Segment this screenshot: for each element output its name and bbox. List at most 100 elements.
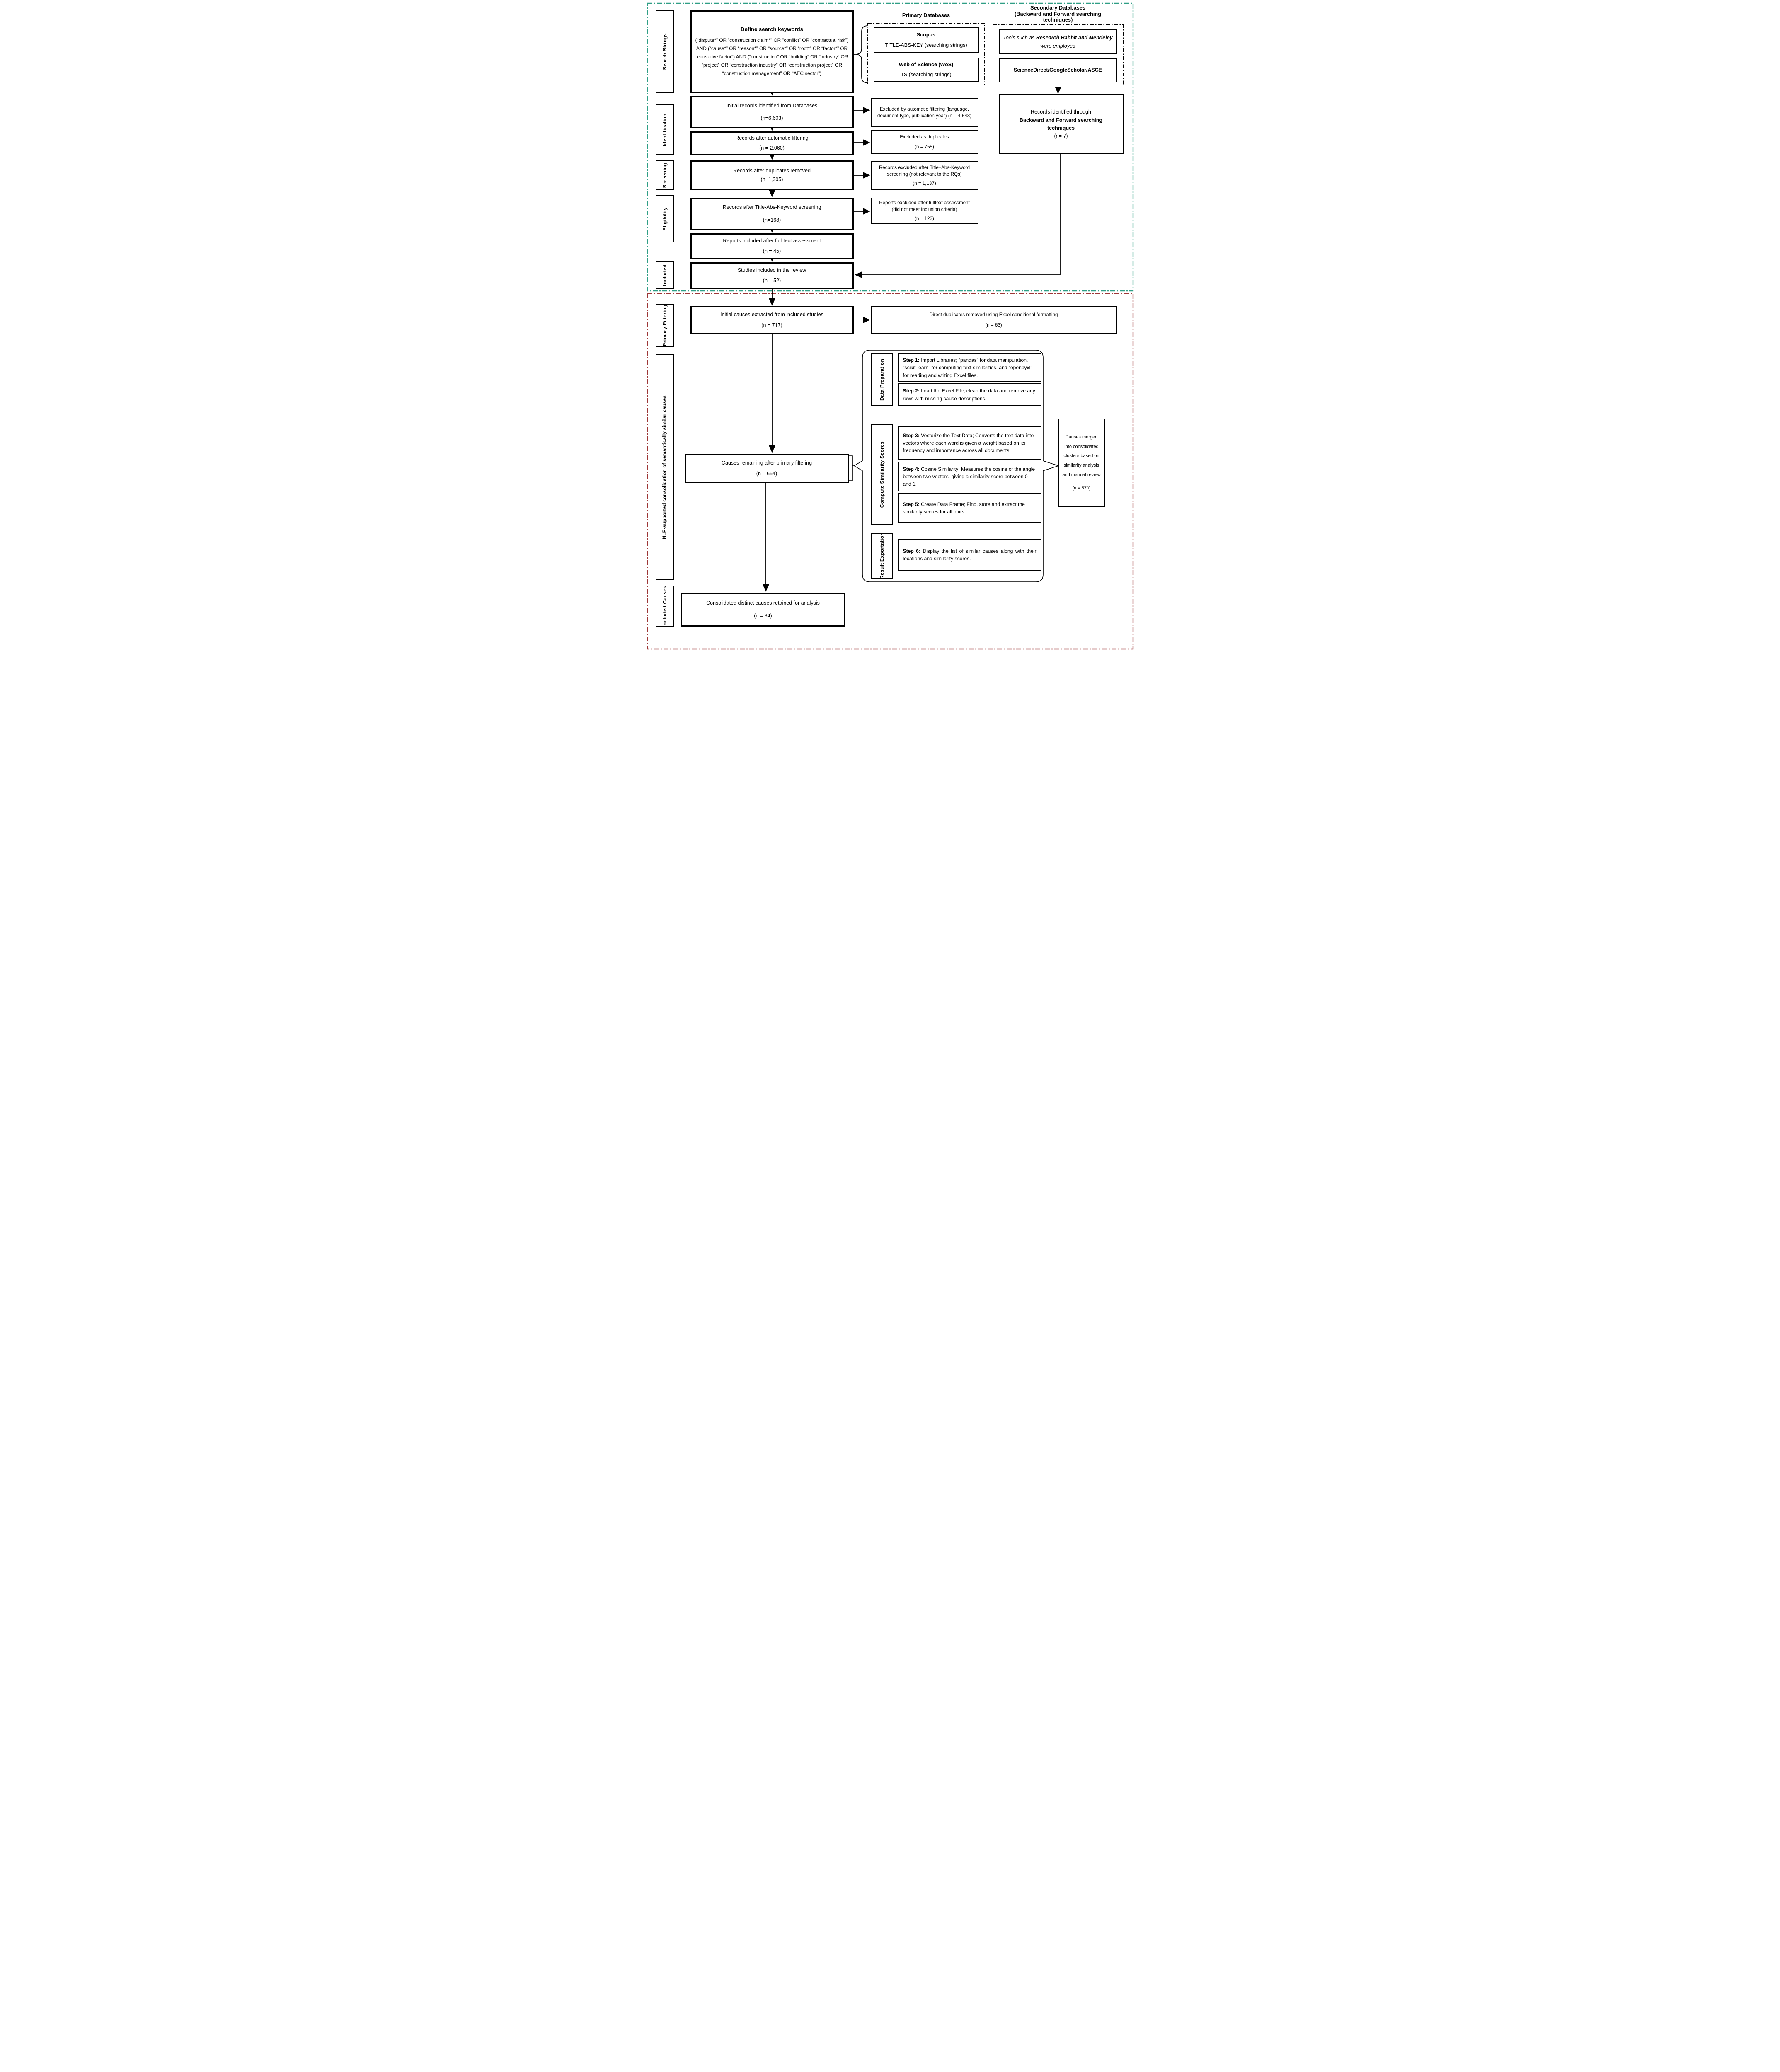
box-label: Records after Title-Abs-Keyword screenin…	[722, 204, 821, 210]
define-keywords-box: Define search keywords (“dispute*” OR “c…	[690, 10, 854, 93]
box-label: Records excluded after Title–Abs-Keyword…	[879, 165, 970, 177]
bf-n: (n= 7)	[1054, 133, 1068, 139]
tools-box: Tools such as Research Rabbit and Mendel…	[998, 29, 1117, 54]
stage-label-text: NLP-supported consolidation of semantica…	[662, 395, 667, 540]
group-label-data-preparation: Data Preparation	[870, 353, 893, 406]
box-label: Studies included in the review	[737, 267, 806, 273]
box-n: (n = 1,137)	[913, 180, 936, 186]
wos-name: Web of Science (WoS)	[898, 62, 954, 68]
scopus-box: Scopus TITLE-ABS-KEY (searching strings)	[873, 27, 979, 53]
stage-label-nlp: NLP-supported consolidation of semantica…	[655, 354, 674, 580]
step-5-box: Step 5: Create Data Frame; Find, store a…	[898, 493, 1041, 523]
stage-label-text: Primary Filtering	[661, 305, 668, 346]
group-label-text: Result Exportation	[879, 532, 885, 579]
stage-label-screening: Screening	[655, 160, 674, 190]
initial-records-box: Initial records identified from Database…	[690, 96, 854, 128]
scopus-query: TITLE-ABS-KEY (searching strings)	[885, 42, 967, 48]
prisma-flow-diagram: Search Strings Identification Screening …	[641, 0, 1139, 653]
box-n: (n = 63)	[985, 322, 1002, 328]
backward-forward-box: Records identified through Backward and …	[998, 94, 1124, 154]
after-filtering-box: Records after automatic filtering (n = 2…	[690, 131, 854, 155]
causes-remaining-box: Causes remaining after primary filtering…	[685, 454, 849, 483]
stage-label-included: Included	[655, 261, 674, 289]
consolidated-causes-box: Consolidated distinct causes retained fo…	[681, 593, 845, 627]
define-keywords-title: Define search keywords	[741, 26, 803, 32]
box-n: (n = 52)	[763, 278, 781, 283]
box-label: Excluded as duplicates	[900, 134, 949, 140]
top-region-border	[647, 2, 1133, 292]
step-6-box: Step 6: Display the list of similar caus…	[898, 539, 1041, 571]
secondary-databases-frame	[992, 24, 1124, 85]
box-n: (n = 717)	[761, 322, 782, 328]
step-text: Create Data Frame; Find, store and extra…	[903, 501, 1025, 515]
step-1-box: Step 1: Import Libraries; “pandas” for d…	[898, 353, 1041, 382]
step-2-box: Step 2: Load the Excel File, clean the d…	[898, 383, 1041, 406]
tools-text-suffix: were employed	[1040, 43, 1075, 49]
box-label: Records after duplicates removed	[733, 168, 811, 174]
step-prefix: Step 4:	[903, 466, 920, 472]
stage-label-text: Identification	[661, 113, 668, 146]
bf-line1: Records identified through	[1031, 109, 1091, 115]
step-text: Vectorize the Text Data; Converts the te…	[903, 432, 1034, 454]
excluded-fulltext-box: Reports excluded after fulltext assessme…	[870, 198, 978, 224]
box-n: (n = 45)	[763, 248, 781, 254]
box-n: (n = 755)	[915, 144, 934, 150]
stage-label-included-causes: Included Causes	[655, 585, 674, 627]
excluded-tak-box: Records excluded after Title–Abs-Keyword…	[870, 161, 978, 190]
box-n: (n = 84)	[754, 612, 772, 619]
step-prefix: Step 5:	[903, 501, 920, 507]
stage-label-text: Included	[661, 264, 668, 286]
box-n: (n = 123)	[915, 215, 934, 221]
group-label-compute-scores: Compute Similarity Scores	[870, 424, 893, 525]
excluded-autofilter-box: Excluded by automatic filtering (languag…	[870, 98, 978, 127]
box-n: (n=168)	[763, 217, 781, 223]
step-prefix: Step 1:	[903, 357, 920, 363]
initial-causes-box: Initial causes extracted from included s…	[690, 306, 854, 334]
tools-text-names: Research Rabbit and Mendeley	[1036, 34, 1113, 41]
diagram-connectors	[647, 2, 1133, 650]
group-label-text: Data Preparation	[879, 359, 885, 401]
step-prefix: Step 2:	[903, 388, 920, 394]
primary-databases-title: Primary Databases	[902, 12, 950, 18]
providers-box: ScienceDirect/GoogleScholar/ASCE	[998, 58, 1117, 82]
define-keywords-body: (“dispute*” OR “construction claim*” OR …	[695, 37, 849, 77]
box-label: Causes remaining after primary filtering	[721, 460, 812, 466]
after-tak-box: Records after Title-Abs-Keyword screenin…	[690, 198, 854, 230]
secondary-databases-title-line2: (Backward and Forward searching techniqu…	[1014, 10, 1102, 23]
step-text: Cosine Similarity; Measures the cosine o…	[903, 466, 1035, 487]
group-label-text: Compute Similarity Scores	[879, 441, 885, 508]
bf-line2: Backward and Forward searching	[1019, 117, 1103, 123]
bottom-region-border	[647, 293, 1133, 650]
step-3-box: Step 3: Vectorize the Text Data; Convert…	[898, 426, 1041, 460]
fulltext-included-box: Reports included after full-text assessm…	[690, 233, 854, 259]
step-text: Load the Excel File, clean the data and …	[903, 388, 1035, 402]
wos-box: Web of Science (WoS) TS (searching strin…	[873, 58, 979, 82]
after-duplicates-box: Records after duplicates removed (n=1,30…	[690, 160, 854, 190]
stage-label-primary-filtering: Primary Filtering	[655, 304, 674, 347]
box-label: Initial causes extracted from included s…	[720, 311, 823, 317]
box-n: (n=6,603)	[760, 115, 783, 121]
stage-label-text: Included Causes	[661, 585, 668, 627]
step-4-box: Step 4: Cosine Similarity; Measures the …	[898, 462, 1041, 491]
studies-included-box: Studies included in the review (n = 52)	[690, 262, 854, 289]
secondary-databases-title-line1: Secondary Databases	[1030, 5, 1085, 11]
direct-duplicates-box: Direct duplicates removed using Excel co…	[870, 306, 1117, 334]
box-n: (n = 2,060)	[759, 145, 785, 151]
step-text: Import Libraries; “pandas” for data mani…	[903, 357, 1032, 378]
box-label: Consolidated distinct causes retained fo…	[706, 600, 820, 606]
stage-label-eligibility: Eligibility	[655, 195, 674, 242]
box-n: (n=1,305)	[760, 176, 783, 182]
stage-label-text: Search Strings	[661, 33, 668, 70]
causes-merged-box: Causes merged into consolidated clusters…	[1058, 419, 1105, 507]
box-label: Initial records identified from Database…	[726, 102, 818, 109]
secondary-databases-title: Secondary Databases (Backward and Forwar…	[992, 5, 1124, 23]
box-label: Reports excluded after fulltext assessme…	[879, 200, 970, 213]
box-n: (n = 654)	[756, 471, 777, 477]
bf-line3: techniques	[1047, 125, 1075, 131]
box-label: Excluded by automatic filtering (languag…	[877, 106, 972, 119]
causes-remaining-bracket	[848, 455, 853, 481]
step-prefix: Step 3:	[903, 432, 920, 438]
step-prefix: Step 6:	[903, 548, 921, 554]
tools-text-prefix: Tools such as	[1003, 34, 1036, 41]
box-label: Causes merged into consolidated clusters…	[1062, 435, 1101, 477]
